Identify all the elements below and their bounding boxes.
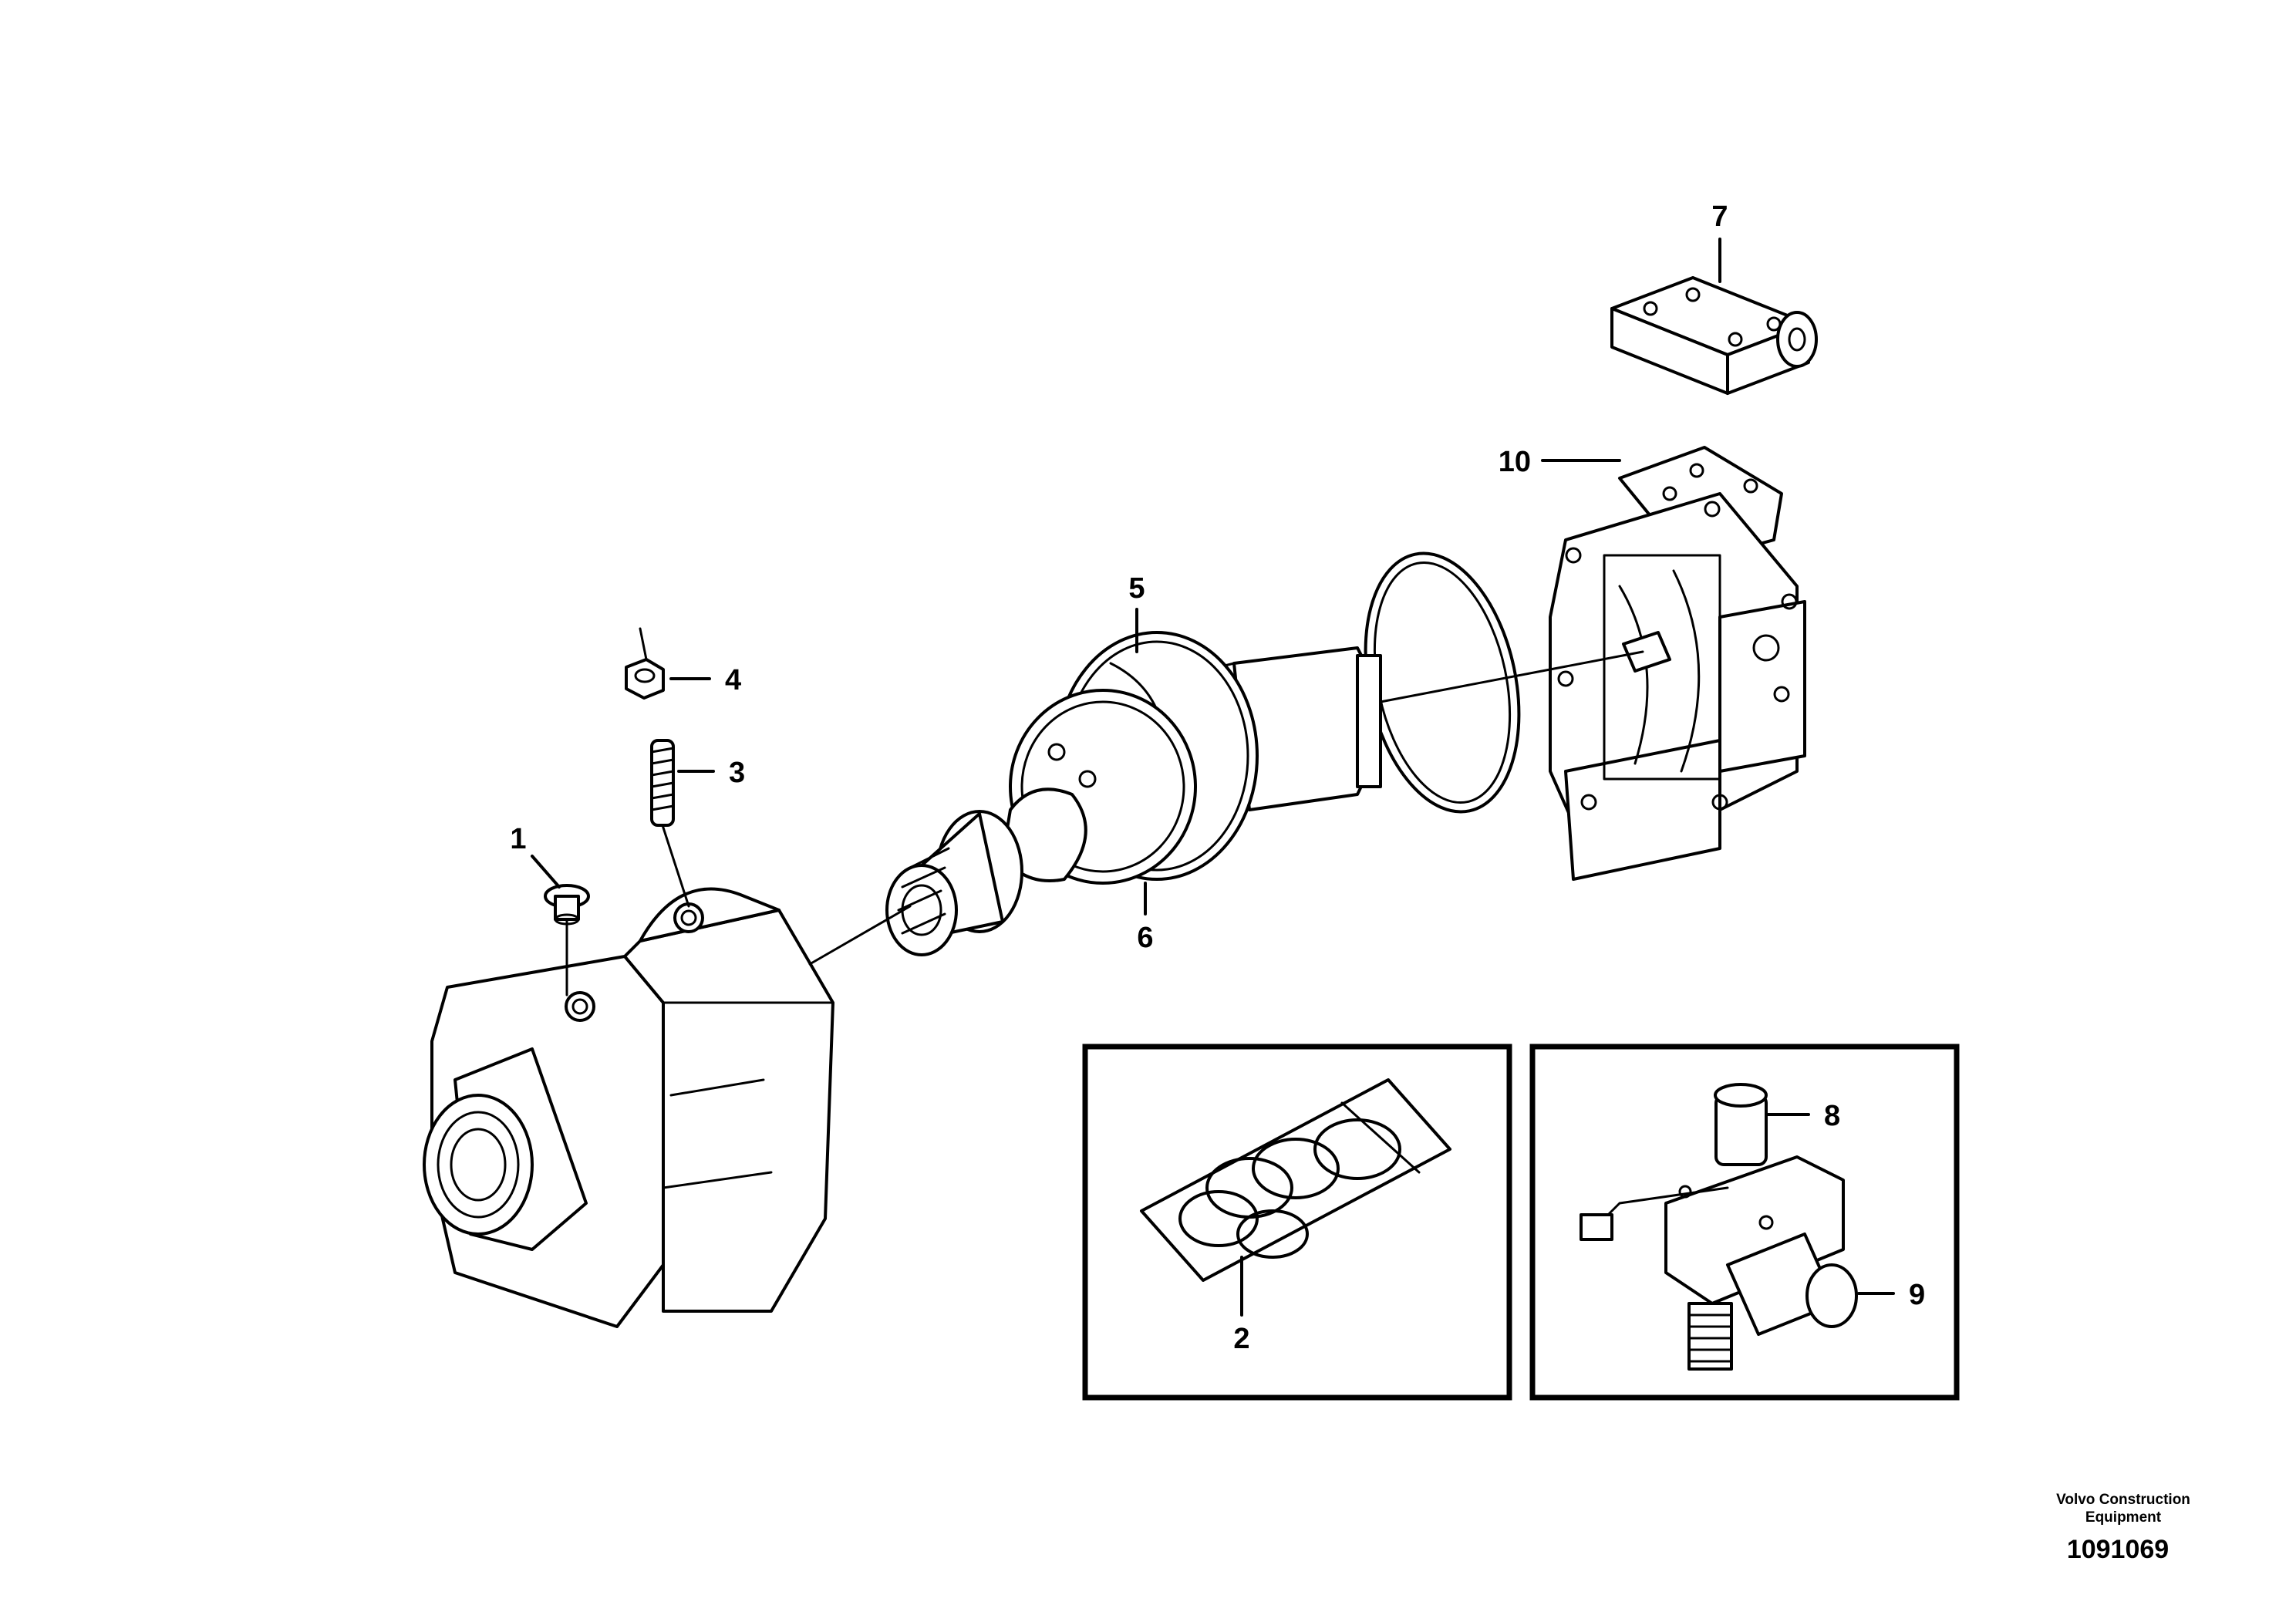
brand-line-1: Volvo Construction — [2056, 1492, 2190, 1508]
callout-3: 3 — [729, 757, 745, 789]
callout-9: 9 — [1909, 1279, 1925, 1311]
callout-7: 7 — [1711, 201, 1728, 233]
callout-1: 1 — [510, 823, 526, 855]
motor-housing — [423, 887, 834, 1328]
part-7-bracket — [1610, 276, 1818, 395]
callout-labels: 1 4 3 5 6 7 10 8 9 2 — [510, 201, 1925, 1355]
part-4-nut — [625, 658, 665, 700]
footer-branding: Volvo Construction Equipment 1091069 — [2056, 1492, 2190, 1564]
splined-shaft — [885, 810, 1023, 956]
callout-4: 4 — [725, 664, 741, 696]
callout-10: 10 — [1499, 446, 1531, 478]
callout-8: 8 — [1824, 1100, 1840, 1132]
part-3-stud — [650, 739, 675, 827]
inset-valve — [1529, 1044, 1960, 1401]
drawing-number: 1091069 — [2067, 1535, 2169, 1564]
part-1-plug — [544, 884, 590, 926]
callout-2: 2 — [1233, 1323, 1249, 1355]
callout-6: 6 — [1137, 922, 1153, 954]
brand-line-2: Equipment — [2085, 1509, 2162, 1526]
callout-5: 5 — [1128, 572, 1145, 605]
inset-seal-kit — [1082, 1044, 1512, 1401]
assembly-lines — [565, 627, 1644, 996]
part-5-6-rotating-group — [1001, 631, 1382, 885]
leader-lines — [531, 238, 1895, 1317]
part-10-housing — [1549, 446, 1806, 881]
